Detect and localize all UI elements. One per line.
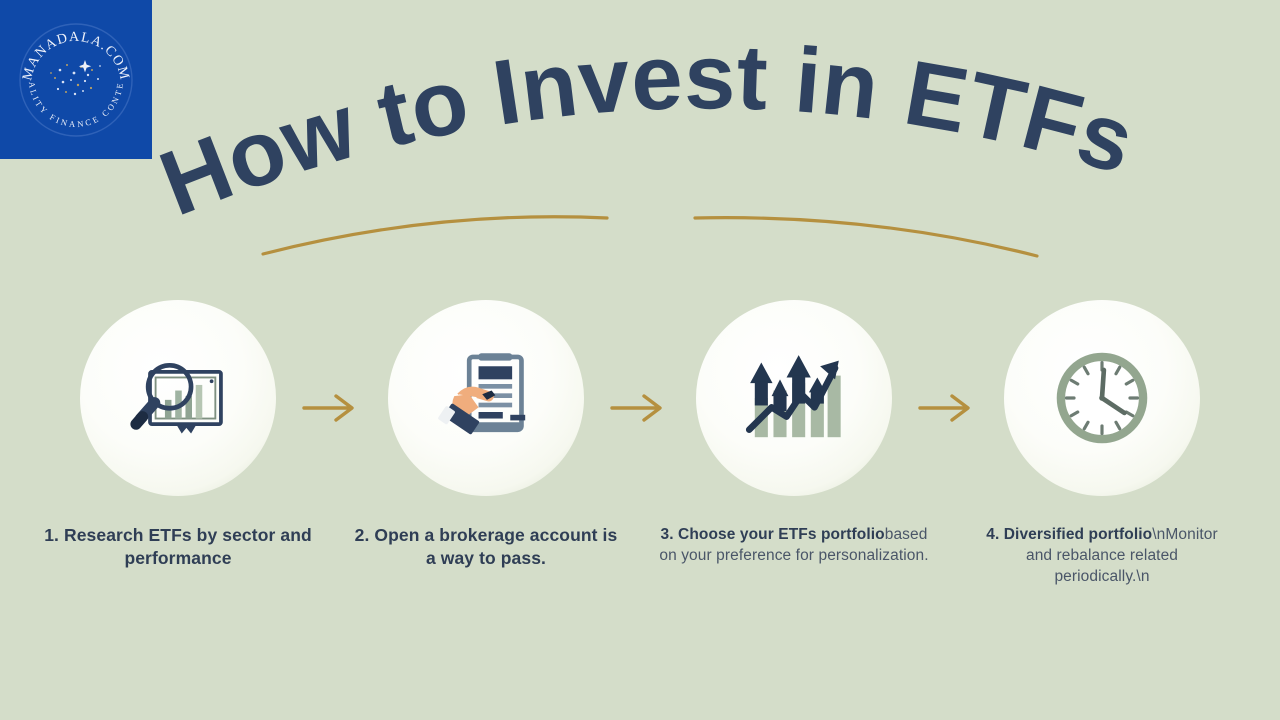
step-4[interactable]: 4. Diversified portfolio\nMonitor and re… <box>957 300 1247 587</box>
connector-slot-1 <box>302 300 354 496</box>
title-divider-svg <box>261 215 1039 258</box>
step-2-icon-circle <box>388 300 584 496</box>
step-4-icon-circle <box>1004 300 1200 496</box>
step-2[interactable]: 2. Open a brokerage account is a way to … <box>341 300 631 571</box>
next-step-arrow-2 <box>610 390 670 426</box>
next-step-arrow-3 <box>918 390 978 426</box>
growth-bar-chart-arrow-icon <box>745 355 841 438</box>
connector-slot-2 <box>610 300 662 496</box>
step-3-caption: 3. Choose your ETFs portfoliobased on yo… <box>658 524 930 566</box>
brand-logo-block: MANADALA.COM QUALITY FINANCE CONTENT <box>0 0 152 159</box>
divider-arc-left <box>261 215 609 256</box>
step-2-caption-bold: 2. Open a brokerage account is a way to … <box>354 525 618 569</box>
step-3[interactable]: 3. Choose your ETFs portfoliobased on yo… <box>649 300 939 566</box>
next-step-arrow-1 <box>302 390 362 426</box>
step-1-caption: 1. Research ETFs by sector and performan… <box>42 524 314 571</box>
step-3-caption-regular: based on your preference for personaliza… <box>659 526 929 565</box>
step-3-icon-circle <box>696 300 892 496</box>
step-3-caption-bold: 3. Choose your ETFs portfolio <box>660 526 885 543</box>
page-title: How to Invest in ETFs <box>110 26 1190 252</box>
step-1-caption-bold: 1. Research ETFs by sector and performan… <box>44 525 312 569</box>
title-divider <box>255 192 1045 264</box>
logo-starfield <box>50 59 101 95</box>
step-1-icon-circle <box>80 300 276 496</box>
step-2-caption: 2. Open a brokerage account is a way to … <box>350 524 622 571</box>
logo-outer-ring <box>19 22 133 137</box>
step-4-caption: 4. Diversified portfolio\nMonitor and re… <box>977 524 1227 587</box>
step-4-caption-regular: \nMonitor and rebalance related periodic… <box>1025 526 1218 586</box>
page-title-svg: How to Invest in ETFs <box>147 26 1145 235</box>
analog-clock-icon <box>1056 352 1148 444</box>
steps-row: 1. Research ETFs by sector and performan… <box>0 300 1280 660</box>
step-1[interactable]: 1. Research ETFs by sector and performan… <box>33 300 323 571</box>
connector-slot-3 <box>918 300 970 496</box>
divider-arc-right <box>693 216 1039 258</box>
magnifying-glass-chart-icon <box>130 363 223 434</box>
logo-badge: MANADALA.COM QUALITY FINANCE CONTENT <box>14 18 133 137</box>
step-4-caption-bold: 4. Diversified portfolio <box>986 526 1153 543</box>
hand-signing-document-icon <box>438 353 526 435</box>
